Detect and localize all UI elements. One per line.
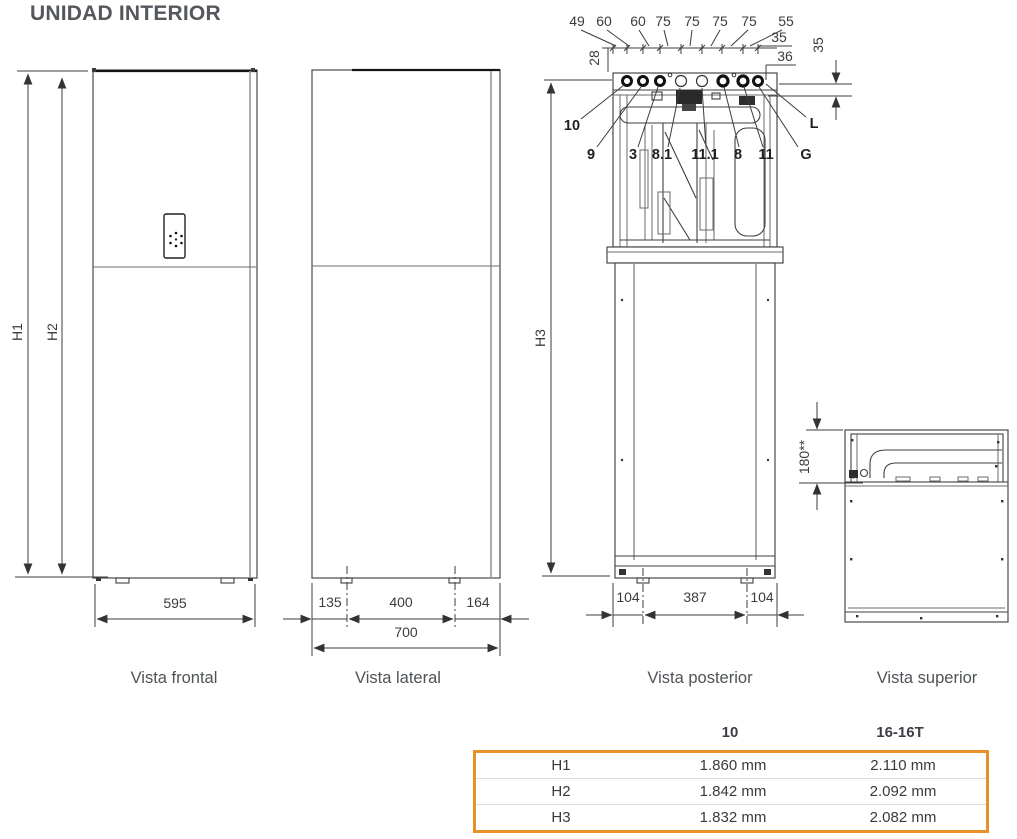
pipe-run-1 [869, 449, 1002, 478]
dim-49-label: 49 [569, 13, 585, 29]
row-h1-name: H1 [551, 757, 571, 774]
side-bottom-dims: 135 400 164 700 [283, 566, 529, 656]
table-row: H2 1.842 mm 2.092 mm [474, 778, 988, 805]
screw-dots [850, 439, 1004, 620]
rear-top-dims: 49 60 60 75 75 75 75 55 28 35 36 [569, 13, 852, 120]
caption-vista-lateral: Vista lateral [355, 669, 441, 687]
row-h2-val-16: 2.092 mm [820, 778, 988, 805]
table-header-16-16t: 16-16T [876, 724, 924, 741]
front-foot-right [220, 577, 235, 584]
pipe-fitting [859, 468, 869, 478]
dim-28-label: 28 [586, 50, 602, 66]
rear-lower-cabinet [614, 262, 776, 584]
dimension-table: 10 16-16T H1 1.860 mm 2.110 mm H2 1.842 … [473, 716, 989, 833]
row-h1-val-16: 2.110 mm [870, 757, 936, 774]
dim-55-label: 55 [778, 13, 794, 29]
dim-104-right-label: 104 [750, 589, 774, 605]
caption-vista-posterior: Vista posterior [647, 669, 753, 687]
side-body [311, 69, 501, 579]
dim-135-label: 135 [318, 594, 342, 610]
part-label-l: L [810, 116, 819, 132]
part-label-10: 10 [564, 118, 580, 134]
front-foot-left [115, 577, 130, 584]
row-h1-val-10: 1.860 mm [699, 757, 767, 774]
control-display [163, 213, 186, 259]
dim-60a-label: 60 [596, 13, 612, 29]
rear-foot-right [740, 577, 754, 584]
page-title: UNIDAD INTERIOR [30, 2, 221, 25]
front-body [92, 69, 258, 579]
row-h3-val-10: 1.832 mm [646, 804, 820, 832]
rear-part-labels: 10 9 3 8.1 11.1 8 11 L G [564, 83, 819, 163]
rear-h3-dim: H3 [532, 79, 612, 577]
dim-36-label: 36 [777, 48, 793, 64]
dim-164-label: 164 [466, 594, 490, 610]
dim-h1-label: H1 [9, 323, 25, 341]
dim-387-label: 387 [683, 589, 707, 605]
caption-vista-frontal: Vista frontal [131, 669, 218, 687]
row-h2-name: H2 [474, 778, 646, 805]
pipe-run-2 [883, 462, 1002, 478]
dim-595-label: 595 [163, 595, 187, 611]
top-rear-compartment [849, 433, 1004, 483]
part-label-11-1: 11.1 [691, 147, 718, 163]
part-label-8: 8 [734, 147, 742, 163]
table-column-headers: 10 16-16T [473, 716, 983, 750]
part-label-9: 9 [587, 147, 595, 163]
part-label-3: 3 [629, 147, 637, 163]
side-view: 135 400 164 700 Vista lateral [283, 68, 529, 687]
rear-upper-module [606, 72, 784, 264]
table-row: H3 1.832 mm 2.082 mm [474, 804, 988, 832]
row-h2-val-10: 1.842 mm [646, 778, 820, 805]
dim-180-label: 180** [796, 439, 812, 474]
dim-75d-label: 75 [741, 13, 757, 29]
dim-75b-label: 75 [684, 13, 700, 29]
table-header-10: 10 [721, 724, 739, 741]
part-label-g: G [800, 147, 811, 163]
dim-h3-label: H3 [532, 329, 548, 347]
top-view: 180** Vista superior [796, 402, 1009, 687]
part-label-8-1: 8.1 [652, 147, 672, 163]
front-width-dim: 595 [94, 584, 256, 627]
row-h3-name: H3 [474, 804, 646, 832]
dim-75c-label: 75 [712, 13, 728, 29]
dim-75a-label: 75 [655, 13, 671, 29]
top-depth-dim: 180** [796, 402, 863, 510]
caption-vista-superior: Vista superior [877, 669, 978, 687]
row-h3-val-16: 2.082 mm [820, 804, 988, 832]
module-ledge [606, 246, 784, 264]
dim-104-left-label: 104 [616, 589, 640, 605]
dim-700-label: 700 [394, 624, 418, 640]
front-height-dims: H1 H2 [9, 70, 108, 578]
dim-60b-label: 60 [630, 13, 646, 29]
rear-bottom-dims: 104 387 104 [586, 568, 804, 627]
dim-35-right-label: 35 [810, 37, 826, 53]
top-body [844, 429, 1009, 623]
dim-400-label: 400 [389, 594, 413, 610]
rear-foot-left [636, 577, 650, 584]
table-row: H1 1.860 mm 2.110 mm [475, 752, 988, 779]
rear-view: 49 60 60 75 75 75 75 55 28 35 36 [532, 13, 852, 687]
pipe-connectors [621, 72, 764, 88]
expansion-vessel [734, 127, 766, 237]
dim-h2-label: H2 [44, 323, 60, 341]
front-view: H1 H2 595 Vista frontal [9, 68, 258, 687]
part-label-11: 11 [758, 147, 773, 163]
dim-35-top-label: 35 [771, 29, 787, 45]
